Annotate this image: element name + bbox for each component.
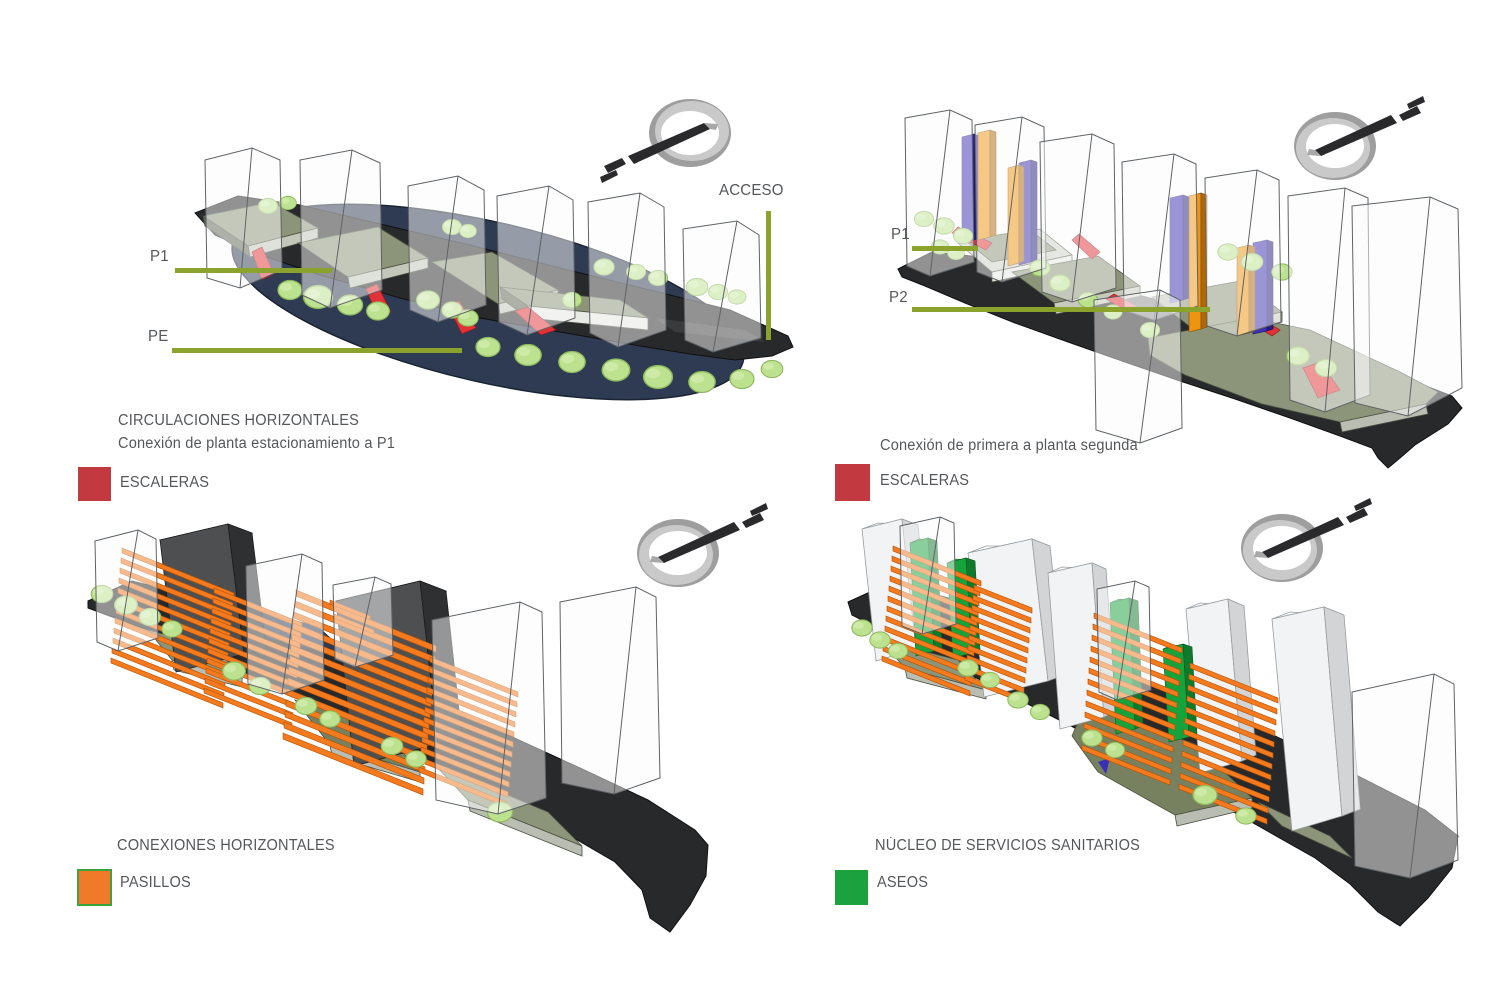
annotation-p2: P2	[889, 289, 908, 306]
annotation-acceso: ACCESO	[719, 182, 784, 199]
panel-title-bottom-left: CONEXIONES HORIZONTALES	[117, 837, 335, 854]
view-pasillos	[87, 503, 768, 933]
north-arrow-icon	[637, 503, 768, 587]
view-aseos	[847, 498, 1459, 927]
p1-leader-line	[175, 268, 332, 273]
north-arrow-icon	[1294, 96, 1425, 180]
legend-label-escaleras: ESCALERAS	[120, 474, 210, 491]
annotation-p1: P1	[150, 248, 169, 265]
panel-title-top-left: CIRCULACIONES HORIZONTALES	[118, 412, 360, 429]
wireframe-volumes	[904, 109, 1463, 444]
legend-label-aseos: ASEOS	[877, 874, 929, 891]
wireframe-volumes	[94, 529, 661, 815]
p2-leader-line	[912, 307, 1210, 312]
acceso-leader-line	[766, 211, 771, 340]
blue-core-stub	[1098, 758, 1110, 774]
panel-title-bottom-right: NÚCLEO DE SERVICIOS SANITARIOS	[875, 837, 1140, 854]
legend-swatch-pasillos	[77, 869, 112, 906]
north-arrow-icon	[600, 99, 731, 183]
panel-subtitle-top-left: Conexión de planta estacionamiento a P1	[118, 435, 396, 452]
legend-swatch-escaleras	[78, 467, 111, 501]
view-circulaciones-p2	[897, 96, 1463, 469]
annotation-p1-right: P1	[891, 226, 910, 243]
leader-lines	[912, 246, 1210, 312]
legend-label-pasillos: PASILLOS	[120, 874, 191, 891]
north-arrow-icon	[1241, 498, 1372, 582]
p1-leader-line	[912, 246, 978, 251]
wireframe-volumes	[899, 516, 1459, 879]
view-circulaciones-p1	[172, 99, 794, 401]
panel-subtitle-top-right: Conexión de primera a planta segunda	[880, 437, 1138, 454]
pe-leader-line	[172, 348, 462, 353]
legend-swatch-escaleras-right	[835, 464, 870, 501]
legend-swatch-aseos	[835, 870, 868, 905]
legend-label-escaleras-right: ESCALERAS	[880, 472, 970, 489]
annotation-pe: PE	[148, 328, 169, 345]
leader-lines	[172, 211, 771, 353]
